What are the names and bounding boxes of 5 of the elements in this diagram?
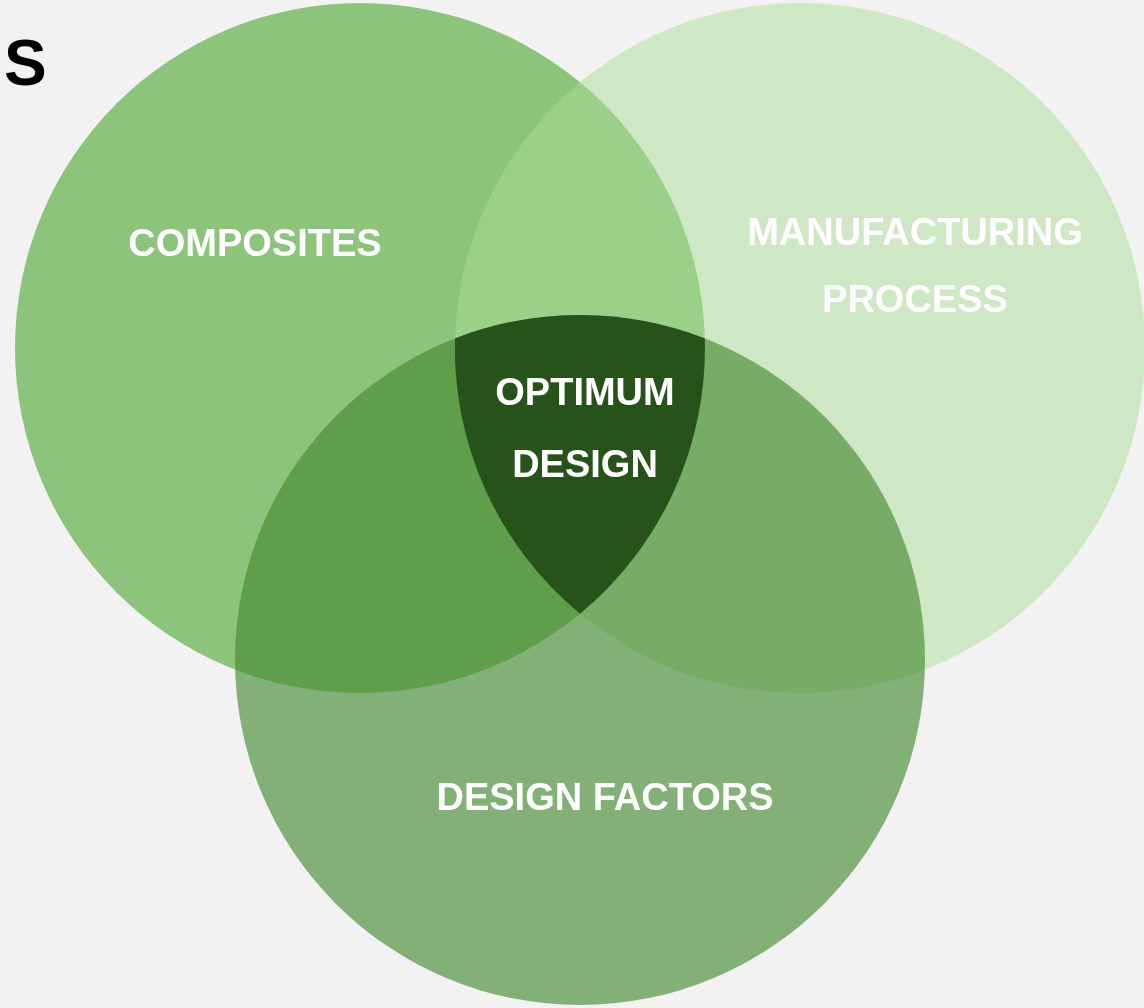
circle-label: COMPOSITES: [127, 220, 383, 266]
title-fragment: S: [4, 26, 47, 100]
intersection-label: OPTIMUM DESIGN: [494, 369, 676, 487]
circle-label: MANUFACTURING PROCESS: [746, 209, 1084, 321]
circle-label: DESIGN FACTORS: [435, 774, 775, 820]
